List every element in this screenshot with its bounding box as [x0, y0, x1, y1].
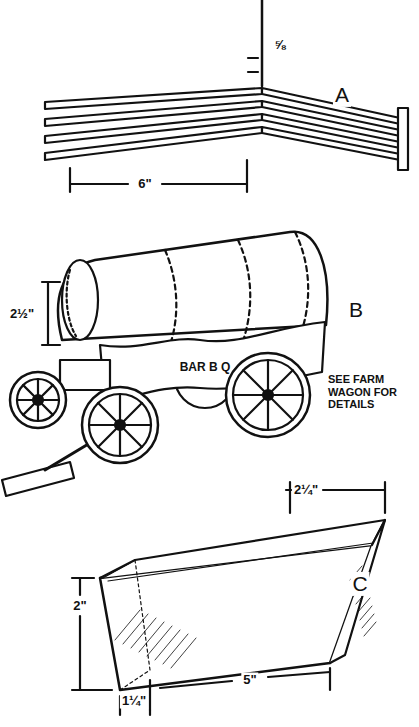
part-letter: B	[347, 298, 365, 322]
part-letter: C	[350, 572, 369, 596]
dimension: 2"	[71, 599, 88, 614]
trough	[72, 482, 385, 715]
note: SEE FARM WAGON FOR DETAILS	[326, 373, 416, 411]
covered-wagon	[2, 232, 327, 496]
wagon-lettering: BAR B Q	[178, 361, 233, 375]
fence-rail	[45, 127, 262, 160]
fence-rail	[45, 114, 262, 143]
dimension: 1¼"	[120, 694, 148, 709]
fence-corner	[45, 0, 408, 192]
dimension: 6"	[136, 177, 153, 192]
wagon-wheel	[226, 353, 310, 437]
dimension: 5"	[241, 673, 258, 688]
part-letter: A	[333, 83, 351, 107]
dimension: 2½"	[8, 307, 36, 322]
wagon-wheel	[10, 372, 66, 428]
dimension: 2¼"	[292, 483, 320, 498]
fence-rail	[262, 127, 400, 160]
wagon-wheel	[82, 387, 158, 463]
dimension: ⅝	[273, 38, 288, 53]
